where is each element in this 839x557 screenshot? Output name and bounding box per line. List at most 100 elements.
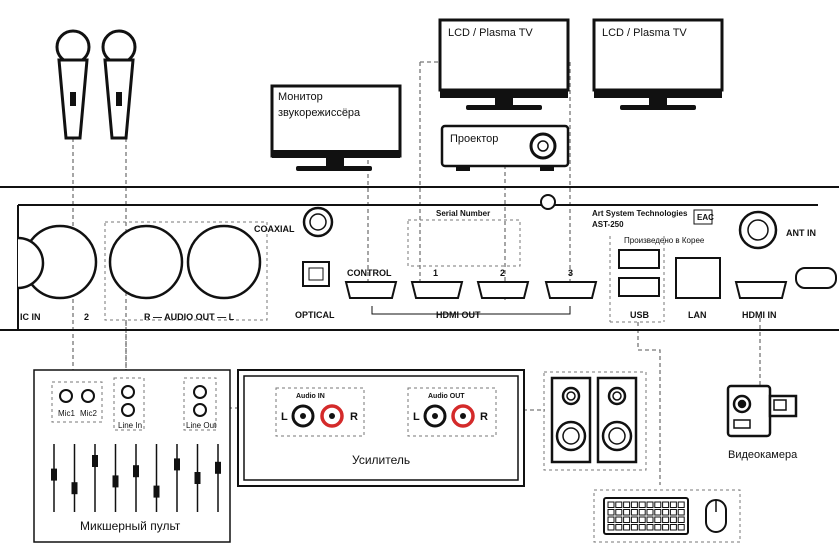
- keyboard-key: [607, 509, 615, 516]
- mixer: Mic1 Mic2 Line In Line Out Микшерный пул…: [33, 369, 231, 543]
- keyboard-key: [662, 509, 670, 516]
- keyboard-key: [669, 501, 677, 508]
- hdmi-in-label: HDMI IN: [742, 310, 777, 320]
- hdmi-out-1-port: [410, 281, 464, 299]
- keyboard-key: [662, 524, 670, 531]
- tv-1: LCD / Plasma TV: [438, 18, 570, 110]
- mic2-label: Mic2: [80, 409, 97, 418]
- keyboard-key: [615, 516, 623, 523]
- keyboard-key: [654, 509, 662, 516]
- usb-label: USB: [630, 310, 650, 320]
- hdmi-1-label: 1: [433, 268, 438, 278]
- speaker-left: [550, 376, 592, 464]
- usb-port-1: [618, 249, 660, 269]
- amp-in-l-label: L: [281, 411, 288, 423]
- fader-knob[interactable]: [215, 461, 221, 474]
- hdmi-out-3-port: [544, 281, 598, 299]
- mic1-input-jack: [59, 389, 73, 403]
- tv-2-label: LCD / Plasma TV: [602, 27, 687, 39]
- serial-number-label: Serial Number: [436, 209, 490, 218]
- keyboard-key: [638, 501, 646, 508]
- serial-number-frame: [407, 219, 521, 267]
- hdmi-2-label: 2: [500, 268, 505, 278]
- fader-knob[interactable]: [92, 455, 98, 467]
- keyboard-key: [623, 509, 631, 516]
- amp-out-r-label: R: [480, 411, 488, 423]
- mic-in-1-jack: [17, 236, 45, 290]
- keyboard-key: [630, 509, 638, 516]
- tv-1-label: LCD / Plasma TV: [448, 27, 533, 39]
- lan-label: LAN: [688, 310, 707, 320]
- tv-2: LCD / Plasma TV: [592, 18, 724, 110]
- keyboard-key: [677, 509, 685, 516]
- projector-label: Проектор: [450, 133, 498, 145]
- fader-knob[interactable]: [112, 475, 119, 488]
- control-label: CONTROL: [347, 268, 392, 278]
- keyboard-key: [607, 524, 615, 531]
- monitor-label-line1: Монитор: [278, 91, 323, 103]
- video-camera-label: Видеокамера: [728, 449, 798, 461]
- keyboard-key: [607, 501, 615, 508]
- optical-label: OPTICAL: [295, 310, 335, 320]
- keyboard-key: [646, 501, 654, 508]
- device-rear-panel: IC IN 2 R — AUDIO OUT — L COAXIAL OPTICA…: [0, 186, 839, 331]
- fader-knob[interactable]: [174, 458, 180, 471]
- speaker-right: [596, 376, 638, 464]
- mouse-icon: [705, 499, 727, 533]
- audio-out-label: R — AUDIO OUT — L: [144, 312, 235, 322]
- line-in-jack-2: [121, 403, 135, 417]
- keyboard-key: [615, 524, 623, 531]
- amp-audio-in-label: Audio IN: [296, 393, 325, 400]
- audio-out-r-jack: [108, 224, 184, 300]
- mic-in-label: IC IN: [20, 312, 41, 322]
- keyboard-key: [654, 501, 662, 508]
- audio-out-l-jack: [186, 224, 262, 300]
- amp-in-r-label: R: [350, 411, 358, 423]
- keyboard-key: [669, 509, 677, 516]
- hdmi3-to-tv-cable: [569, 61, 640, 300]
- keyboard-key: [662, 501, 670, 508]
- keyboard-key: [646, 516, 654, 523]
- hdmi-3-label: 3: [568, 268, 573, 278]
- audio-out-group-frame: [104, 221, 268, 321]
- keyboard-key: [630, 524, 638, 531]
- keyboard-key: [615, 501, 623, 508]
- monitor-label-line2: звукорежиссёра: [278, 107, 361, 119]
- keyboard-key: [623, 501, 631, 508]
- video-camera: Видеокамера: [726, 384, 798, 461]
- keyboard-key: [669, 516, 677, 523]
- keyboard-key: [654, 516, 662, 523]
- fader-knob[interactable]: [71, 482, 78, 495]
- keyboard-key: [623, 516, 631, 523]
- line-out-label: Line Out: [186, 421, 217, 430]
- coaxial-label: COAXIAL: [254, 224, 295, 234]
- keyboard-key: [630, 516, 638, 523]
- keyboard-key: [677, 501, 685, 508]
- keyboard-key: [662, 516, 670, 523]
- hdmi-in-port: [734, 281, 788, 299]
- fader-knob[interactable]: [133, 465, 139, 478]
- keyboard-mouse-group: [593, 489, 741, 543]
- keyboard-key: [607, 516, 615, 523]
- amp-audio-out-label: Audio OUT: [428, 393, 465, 400]
- amplifier-title: Усилитель: [352, 453, 410, 467]
- mic1-label: Mic1: [58, 409, 75, 418]
- keyboard-key: [630, 501, 638, 508]
- keyboard-key: [677, 524, 685, 531]
- fader-knob[interactable]: [153, 485, 160, 498]
- mic-in-number: 2: [84, 312, 89, 322]
- keyboard-key: [669, 524, 677, 531]
- keyboard-icon: [603, 497, 689, 535]
- keyboard-key: [646, 509, 654, 516]
- line-in-jack-1: [121, 385, 135, 399]
- keyboard-key: [638, 524, 646, 531]
- fader-knob[interactable]: [51, 468, 57, 481]
- speakers: [543, 371, 647, 471]
- keyboard-key: [615, 509, 623, 516]
- microphone-2: [101, 29, 137, 140]
- keyboard-key: [677, 516, 685, 523]
- line-out-jack-1: [193, 385, 207, 399]
- hdmi-out-label: HDMI OUT: [436, 310, 481, 320]
- fader-knob[interactable]: [194, 472, 201, 484]
